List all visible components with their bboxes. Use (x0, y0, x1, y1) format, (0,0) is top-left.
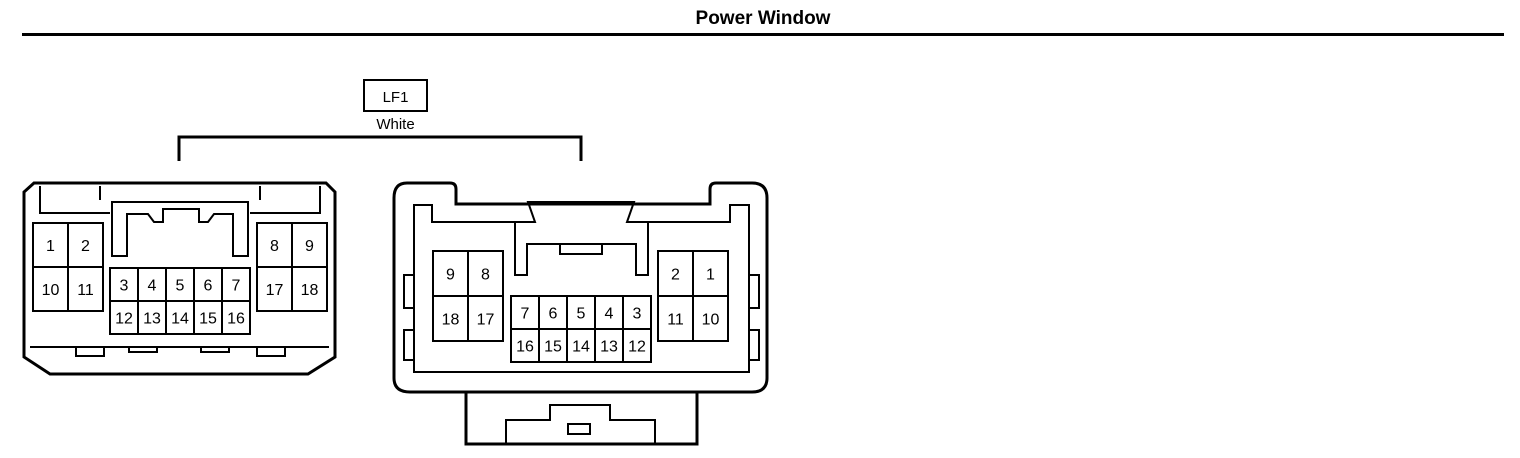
connector-code-box (363, 79, 428, 112)
left-pin-3: 3 (120, 278, 129, 295)
right-pin-5: 5 (577, 306, 586, 323)
connector-bracket (177, 135, 583, 161)
right-pin-11: 11 (667, 312, 684, 329)
left-pin-12: 12 (115, 311, 133, 328)
right-connector (392, 181, 769, 446)
left-pin-15: 15 (199, 311, 217, 328)
left-pin-17: 17 (266, 282, 284, 299)
left-connector (22, 181, 337, 376)
right-pin-6: 6 (549, 306, 558, 323)
right-pin-3: 3 (633, 306, 642, 323)
left-pin-7: 7 (232, 278, 241, 295)
right-pin-17: 17 (477, 312, 495, 329)
right-pin-14: 14 (572, 339, 590, 356)
right-pin-12: 12 (628, 339, 646, 356)
left-connector-housing (22, 181, 337, 376)
left-pin-16: 16 (227, 311, 245, 328)
left-pin-18: 18 (301, 282, 319, 299)
connector-code: LF1 (383, 89, 409, 106)
right-pin-8: 8 (481, 267, 490, 284)
right-pin-18: 18 (442, 312, 460, 329)
right-connector-inner (413, 201, 750, 373)
left-pin-18-cell (291, 266, 328, 312)
right-pin-12-cell (622, 328, 652, 363)
left-pin-1: 1 (46, 238, 55, 255)
right-pin-17-cell (467, 295, 504, 342)
connector-color-label: White (376, 116, 414, 133)
left-pin-10: 10 (42, 282, 60, 299)
title-underline (22, 33, 1504, 36)
right-pin-7: 7 (521, 306, 530, 323)
left-pin-11-cell (67, 266, 104, 312)
page-title: Power Window (695, 8, 831, 29)
left-connector-top-rail (39, 186, 110, 214)
left-pin-9: 9 (305, 238, 314, 255)
right-pin-15: 15 (544, 339, 562, 356)
right-connector-housing (392, 181, 769, 394)
left-pin-16-cell (221, 300, 251, 335)
right-pin-9: 9 (446, 267, 455, 284)
left-pin-8: 8 (270, 238, 279, 255)
right-pin-1: 1 (706, 267, 715, 284)
right-connector-lock (464, 392, 699, 446)
right-pin-2: 2 (671, 267, 680, 284)
right-pin-10-cell (692, 295, 729, 342)
left-pin-13: 13 (143, 311, 161, 328)
right-pin-13: 13 (600, 339, 618, 356)
left-pin-14: 14 (171, 311, 189, 328)
right-pin-4: 4 (605, 306, 614, 323)
left-pin-4: 4 (148, 278, 157, 295)
left-pin-5: 5 (176, 278, 185, 295)
left-pin-11: 11 (77, 282, 94, 299)
right-pin-16: 16 (516, 339, 534, 356)
left-pin-6: 6 (204, 278, 213, 295)
right-pin-10: 10 (702, 312, 720, 329)
left-connector-latch (111, 201, 249, 257)
left-pin-2: 2 (81, 238, 90, 255)
